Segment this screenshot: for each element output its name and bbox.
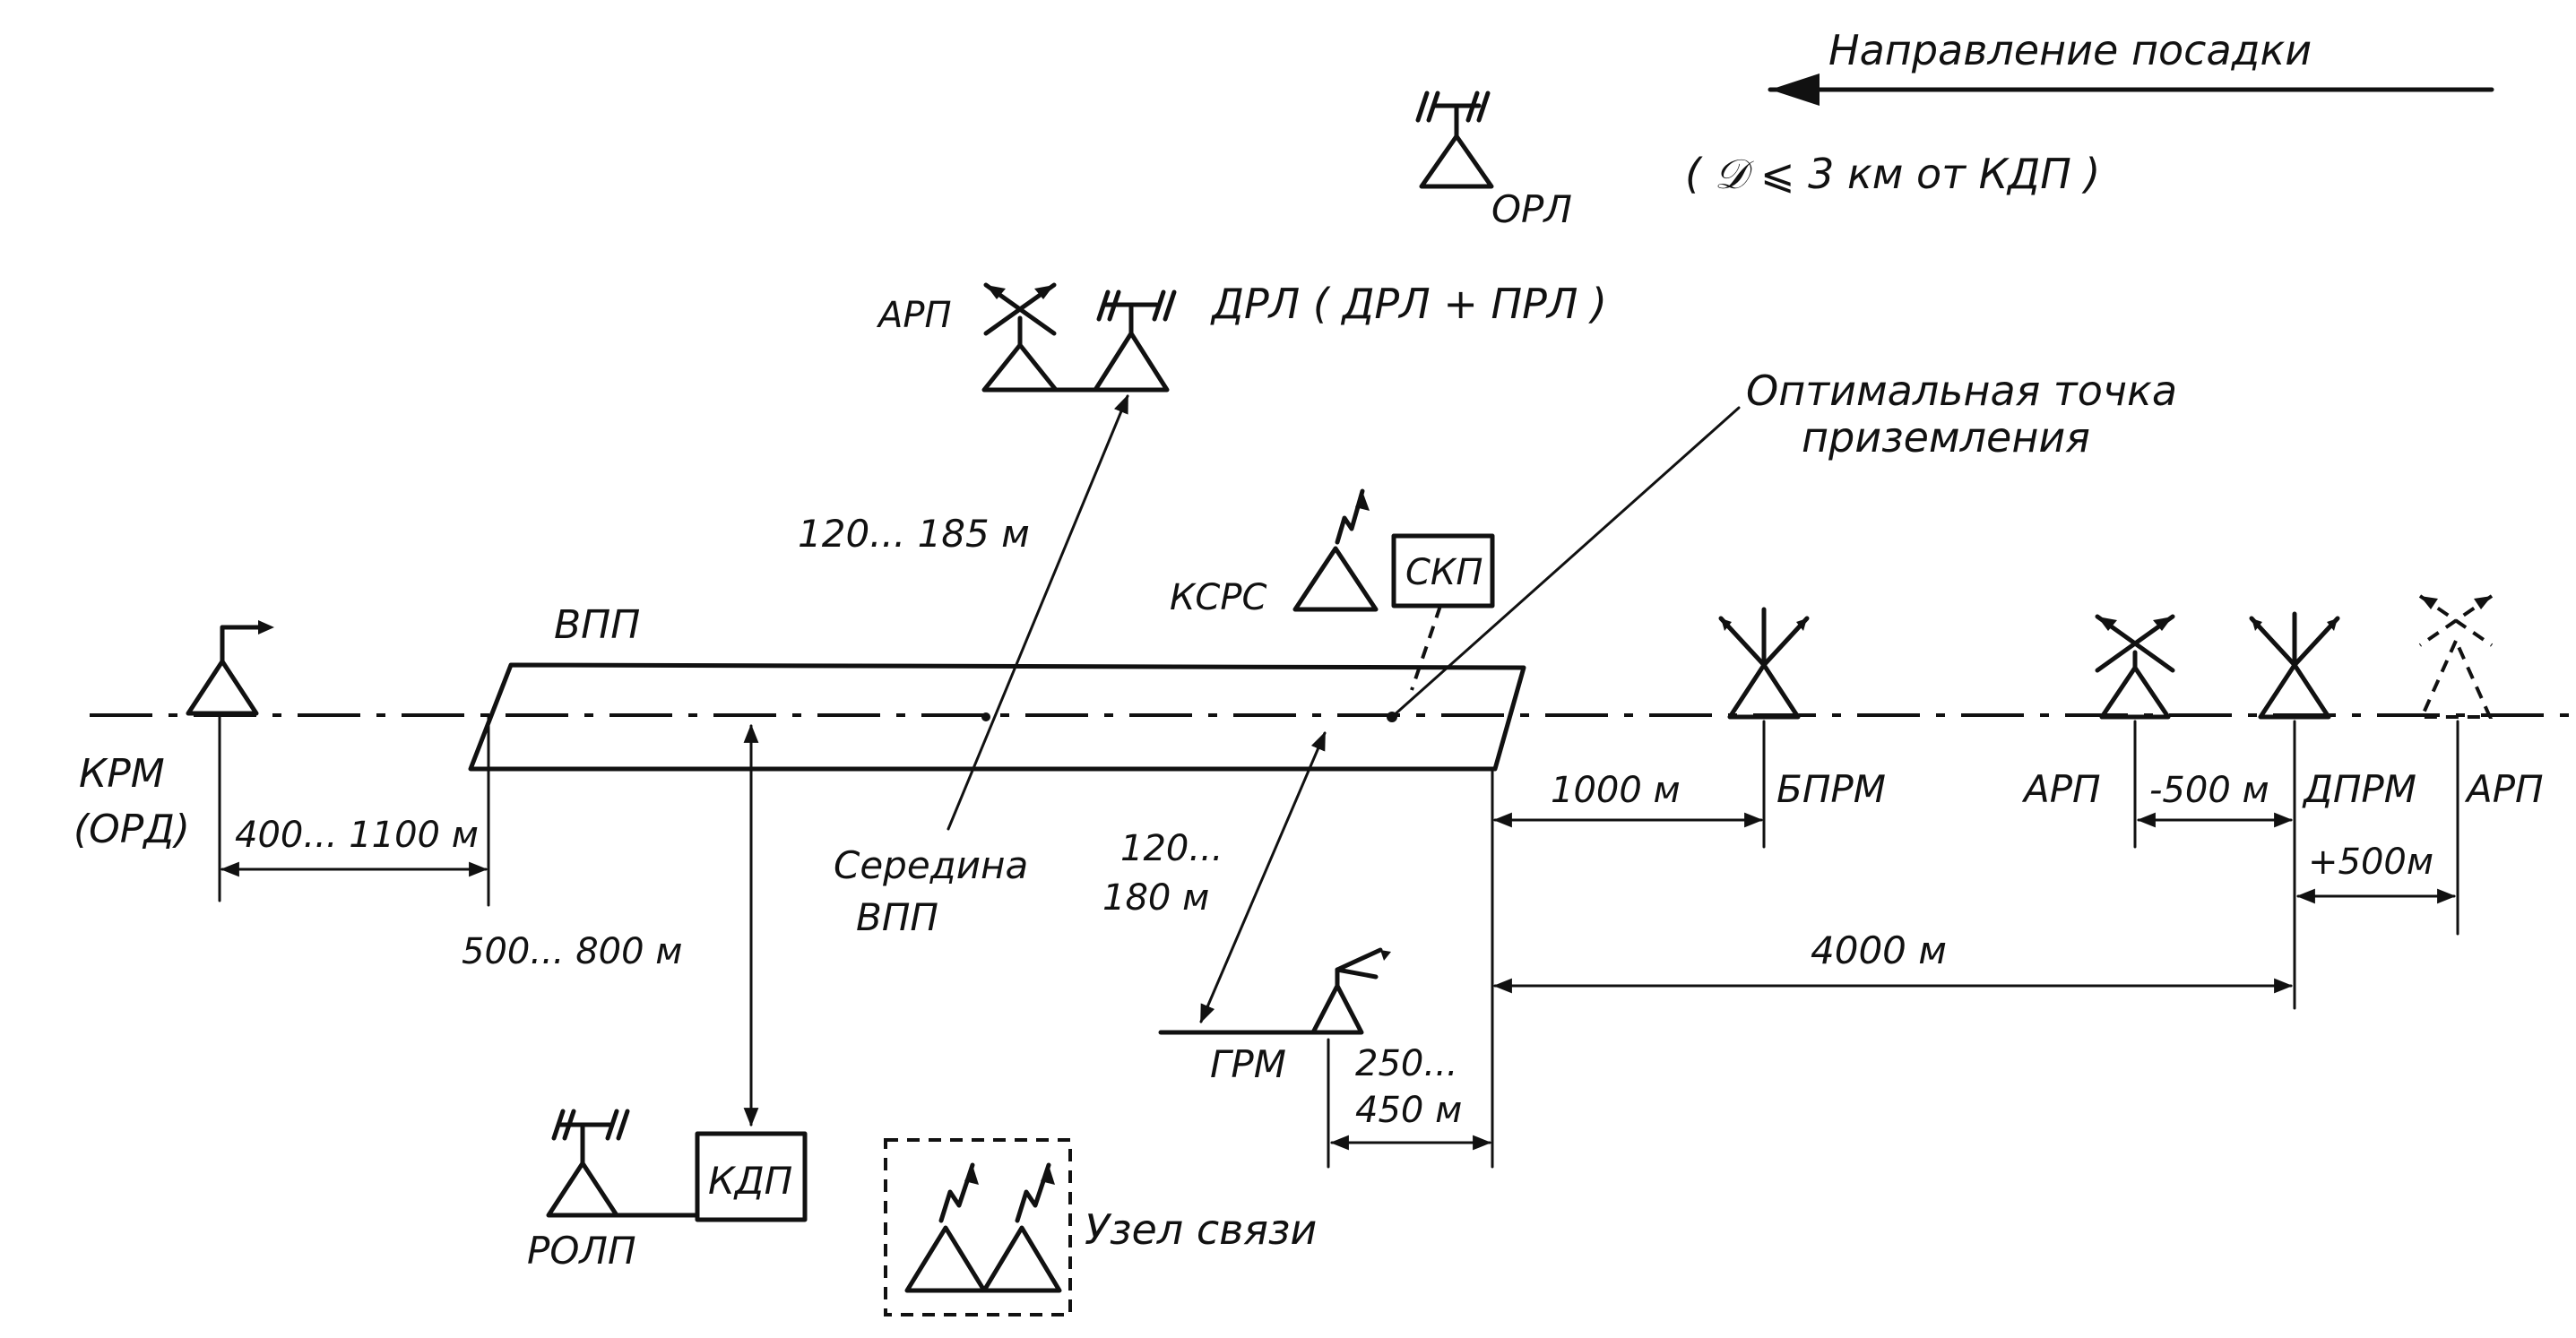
grm-glideslope: ГРМ bbox=[1158, 947, 1391, 1086]
runway-midpoint-dot bbox=[981, 712, 990, 721]
krm-beacon: КРМ (ОРД) bbox=[73, 620, 274, 852]
rolp-label: РОЛП bbox=[527, 1229, 636, 1273]
skp-box bbox=[1391, 533, 1495, 609]
communications-node: Узел связи bbox=[884, 1138, 1317, 1316]
radio-transmitter-icon bbox=[1292, 488, 1379, 612]
direction-finder-icon bbox=[2095, 614, 2175, 720]
comm-node-dashed-box bbox=[884, 1138, 1072, 1316]
dim-120-180-label-2: 180 м bbox=[1102, 877, 1209, 919]
arp-right-label: АРП bbox=[2464, 767, 2544, 811]
dim-250-450-label-2: 450 м bbox=[1355, 1090, 1462, 1131]
arp-right-station: АРП bbox=[2418, 594, 2544, 936]
flag-antenna-icon bbox=[186, 620, 274, 716]
range-note: ( 𝒟 ⩽ 3 км от КДП ) bbox=[1685, 150, 2100, 198]
ksrs-label: КСРС bbox=[1170, 577, 1266, 618]
radar-antenna-icon bbox=[1093, 289, 1177, 393]
bprm-beacon: БПРМ bbox=[1718, 607, 1886, 849]
dim-minus-500-label: -500 м bbox=[2149, 770, 2269, 811]
grm-label: ГРМ bbox=[1210, 1042, 1286, 1086]
dprm-label: ДПРМ bbox=[2302, 767, 2416, 811]
drl-radar: ДРЛ ( ДРЛ + ПРЛ ) bbox=[1093, 280, 1607, 393]
vpp-label: ВПП bbox=[554, 602, 640, 648]
dim-minus-500: -500 м bbox=[2136, 770, 2294, 828]
dim-120-180-label-1: 120... bbox=[1120, 828, 1223, 869]
arp-top-station: АРП bbox=[876, 282, 1059, 393]
radio-transmitter-icon bbox=[904, 1162, 1062, 1293]
optimal-point-label-1: Оптимальная точка bbox=[1746, 367, 2177, 415]
dim-120-185-label: 120... 185 м bbox=[798, 512, 1030, 556]
dim-4000-label: 4000 м bbox=[1811, 928, 1947, 972]
dprm-beacon: ДПРМ bbox=[2249, 611, 2416, 1010]
landing-direction: Направление посадки ( 𝒟 ⩽ 3 км от КДП ) bbox=[1685, 26, 2494, 198]
runway: ВПП bbox=[468, 602, 1526, 772]
orl-label: ОРЛ bbox=[1491, 187, 1572, 231]
radio-transmitter-icon bbox=[1718, 607, 1810, 720]
radar-antenna-icon bbox=[546, 1109, 630, 1218]
dim-1000: 1000 м bbox=[1492, 770, 1764, 828]
ord-label: (ОРД) bbox=[73, 807, 190, 852]
kdp-tower: КДП bbox=[695, 1131, 808, 1222]
landing-direction-label: Направление посадки bbox=[1828, 26, 2312, 74]
dim-250-450-label-1: 250... bbox=[1355, 1043, 1458, 1084]
mid-vpp-label-2: ВПП bbox=[856, 895, 938, 939]
direction-finder-icon bbox=[981, 282, 1059, 393]
radar-antenna-icon bbox=[1415, 91, 1494, 189]
arp-left-station: АРП bbox=[2021, 614, 2175, 849]
dim-120-185: 120... 185 м bbox=[798, 394, 1129, 831]
kdp-label: КДП bbox=[708, 1159, 792, 1203]
skp-label: СКП bbox=[1405, 552, 1482, 593]
arp-top-label: АРП bbox=[876, 295, 952, 336]
radio-transmitter-icon bbox=[2249, 611, 2340, 720]
kdp-box bbox=[695, 1131, 808, 1222]
dim-250-450: 250... 450 м bbox=[1327, 769, 1494, 1169]
dim-120-180: 120... 180 м bbox=[1102, 731, 1327, 1023]
bprm-label: БПРМ bbox=[1776, 767, 1886, 811]
dim-plus-500-label: +500м bbox=[2308, 842, 2433, 883]
direction-finder-dashed-icon bbox=[2418, 594, 2494, 719]
rolp-radar: РОЛП bbox=[527, 1109, 636, 1273]
optimal-point-label-2: приземления bbox=[1802, 413, 2090, 462]
dim-1000-label: 1000 м bbox=[1551, 770, 1681, 811]
dim-plus-500: +500м bbox=[2295, 842, 2457, 904]
flag-antenna-icon bbox=[1310, 947, 1391, 1035]
runway-outline bbox=[468, 662, 1526, 772]
dim-400-1100-label: 400... 1100 м bbox=[235, 815, 479, 856]
krm-label: КРМ bbox=[79, 751, 165, 797]
ksrs-station: КСРС bbox=[1170, 488, 1379, 618]
dim-4000: 4000 м bbox=[1492, 928, 2294, 994]
arp-left-label: АРП bbox=[2021, 767, 2101, 811]
orl-radar: ОРЛ bbox=[1415, 91, 1572, 231]
skp-dashed-leader bbox=[1410, 605, 1442, 691]
skp-post: СКП bbox=[1391, 533, 1495, 691]
dim-400-1100: 400... 1100 м bbox=[218, 715, 490, 907]
landing-direction-arrowhead bbox=[1770, 73, 1820, 106]
comm-node-label: Узел связи bbox=[1085, 1205, 1317, 1254]
drl-label: ДРЛ ( ДРЛ + ПРЛ ) bbox=[1210, 280, 1607, 328]
dim-500-800-label: 500... 800 м bbox=[462, 931, 682, 972]
mid-vpp-label-1: Середина bbox=[834, 843, 1028, 887]
